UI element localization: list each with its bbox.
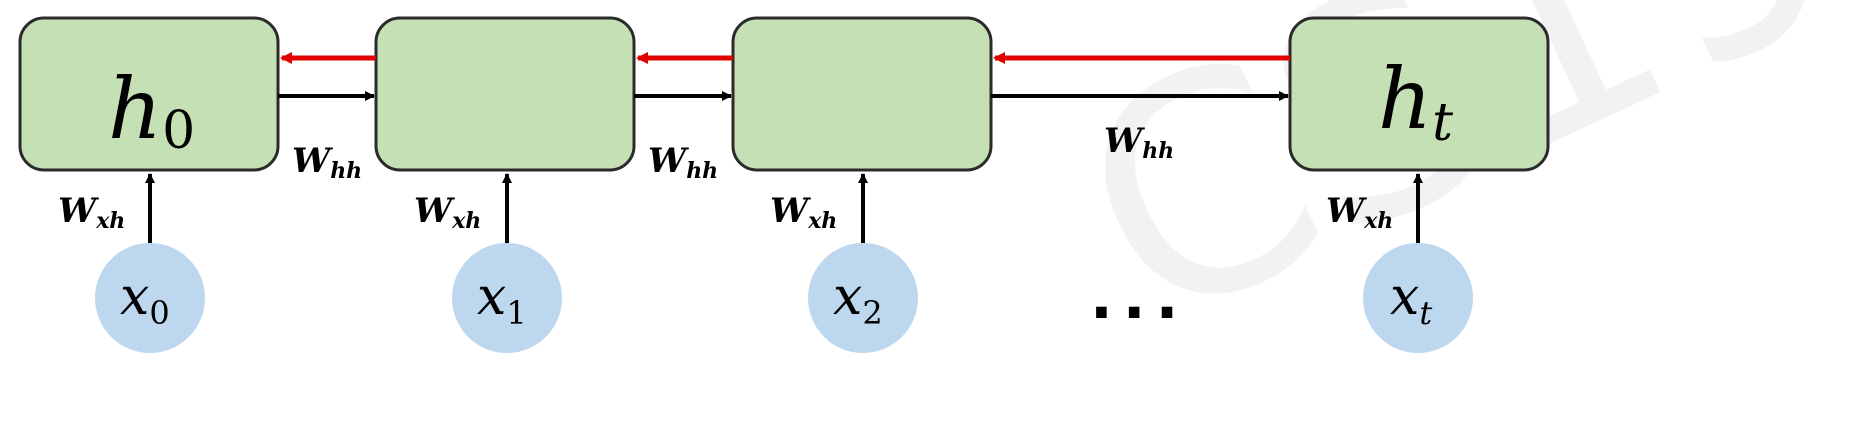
input-label-0: x0 [120,267,170,332]
weight-hh-label-1: Whh [292,141,362,184]
input-node-2 [808,243,918,353]
sequence-ellipsis: ... [1090,263,1188,333]
state-label-0: h0 [108,60,195,161]
hidden-state-box-1 [374,16,636,172]
hidden-state-box-2 [731,16,993,172]
input-label-t: xt [1390,267,1432,332]
weight-xh-label-0: Wxh [58,191,125,234]
input-node-0 [95,243,205,353]
input-node-1 [452,243,562,353]
weight-xh-label-2: Wxh [770,191,837,234]
weight-xh-label-1: Wxh [414,191,481,234]
input-label-1: x1 [477,267,527,332]
input-node-t [1363,243,1473,353]
state-label-t: ht [1378,50,1453,153]
weight-hh-label-2: Whh [648,141,718,184]
hidden-state-box-t [1288,16,1550,172]
weight-hh-label-3: Whh [1104,121,1174,164]
weight-xh-label-t: Wxh [1326,191,1393,234]
input-label-2: x2 [833,267,883,332]
